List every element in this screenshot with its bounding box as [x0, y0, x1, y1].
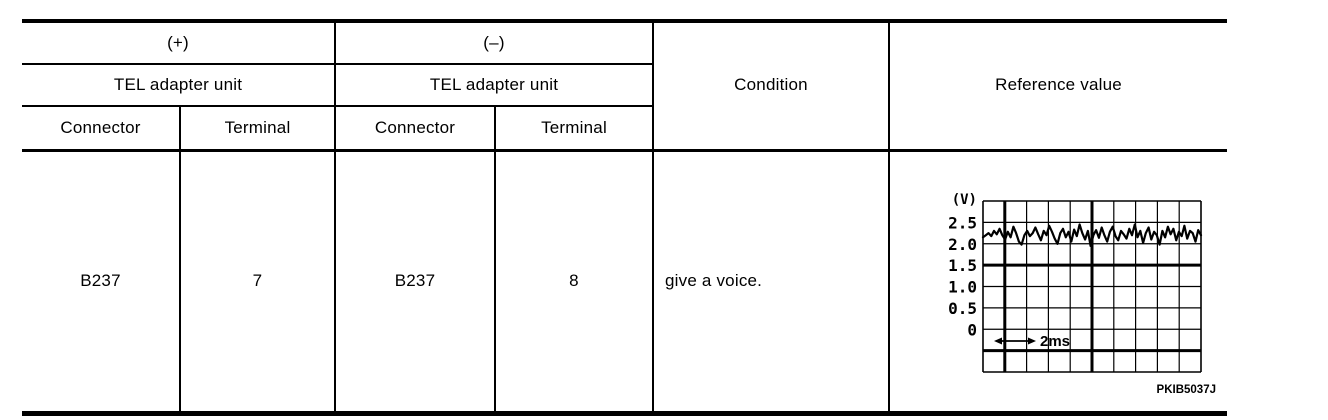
header-minus-connector: Connector — [374, 117, 456, 137]
scope-y-axis-labels: 2.5 2.0 1.5 1.0 0.5 0 — [948, 213, 977, 339]
header-minus: (–) — [483, 32, 505, 52]
voice-signal-waveform — [981, 223, 1203, 248]
y-tick-label: 2.0 — [948, 235, 977, 254]
time-scale-label: 2ms — [1040, 333, 1070, 350]
reference-waveform-figure: 2.5 2.0 1.5 1.0 0.5 0 (V) 2ms PKIB5037J — [935, 186, 1227, 400]
header-plus-connector: Connector — [60, 117, 141, 137]
header-plus-terminal: Terminal — [224, 117, 291, 137]
header-bottom-divider — [22, 149, 1227, 152]
cell-plus-connector: B237 — [80, 271, 121, 291]
divider-condition-column — [652, 19, 654, 411]
divider-plus-minus-group — [334, 19, 336, 411]
header-divider-1 — [22, 63, 652, 65]
time-scale-arrow — [994, 337, 1036, 345]
y-tick-label: 1.0 — [948, 278, 977, 297]
cell-condition: give a voice. — [665, 271, 763, 291]
header-minus-terminal: Terminal — [541, 117, 607, 137]
cell-minus-terminal: 8 — [569, 271, 579, 291]
volts-unit-label: (V) — [952, 192, 977, 208]
divider-reference-column — [888, 19, 890, 411]
divider-plus-connector-terminal — [179, 107, 181, 411]
header-plus-unit: TEL adapter unit — [113, 74, 243, 94]
table-top-border — [22, 19, 1227, 23]
table-bottom-border — [22, 411, 1227, 416]
header-reference: Reference value — [995, 74, 1122, 94]
divider-minus-connector-terminal — [494, 107, 496, 411]
header-minus-unit: TEL adapter unit — [429, 74, 559, 94]
y-tick-label: 1.5 — [948, 256, 977, 275]
cell-plus-terminal: 7 — [252, 271, 263, 291]
header-plus: (+) — [167, 32, 189, 52]
header-divider-2 — [22, 105, 652, 107]
oscilloscope-svg: 2.5 2.0 1.5 1.0 0.5 0 (V) 2ms PKIB5037J — [948, 192, 1216, 396]
y-tick-label: 0 — [967, 320, 977, 339]
cell-minus-connector: B237 — [394, 271, 436, 291]
header-condition: Condition — [734, 74, 808, 94]
figure-code-label: PKIB5037J — [1157, 384, 1216, 396]
scope-grid — [982, 200, 1202, 373]
y-tick-label: 0.5 — [948, 299, 977, 318]
y-tick-label: 2.5 — [948, 213, 977, 232]
